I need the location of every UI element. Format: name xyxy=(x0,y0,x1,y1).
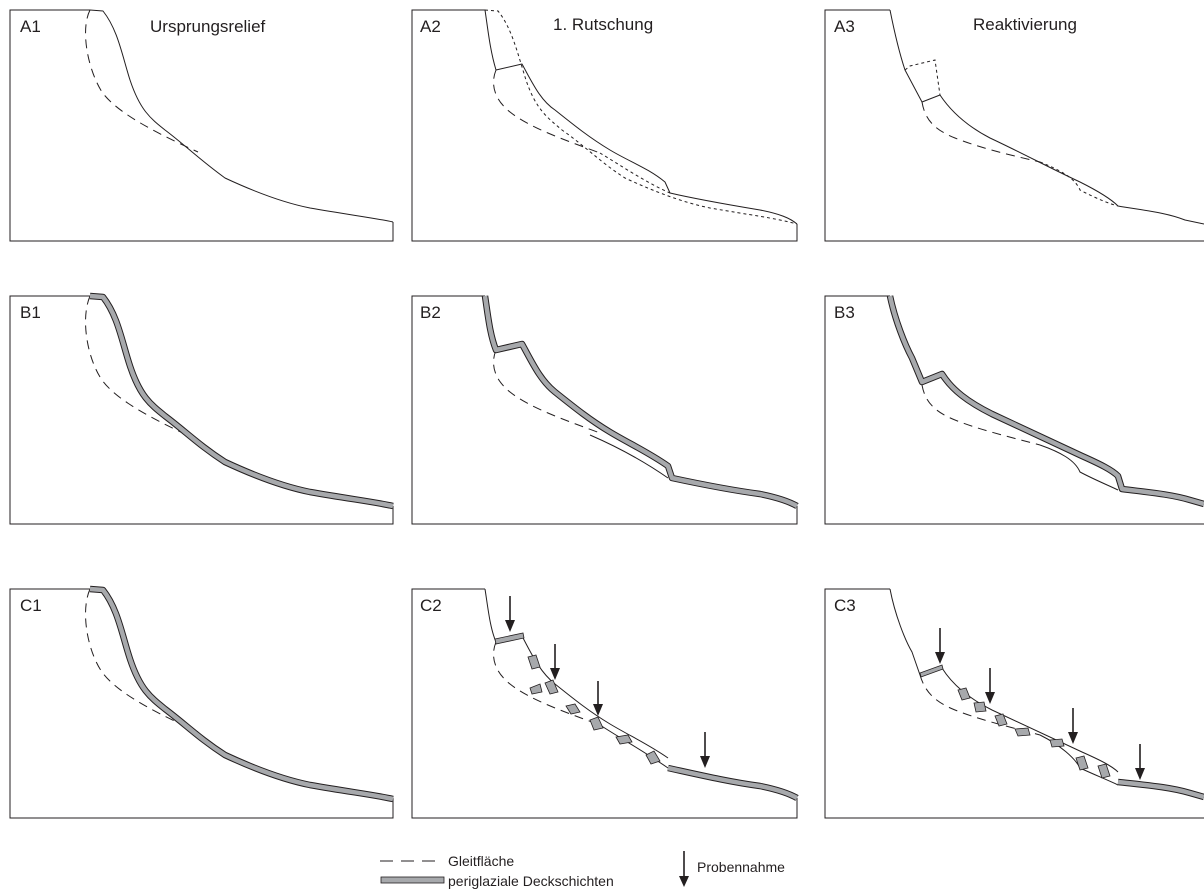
slip-surface xyxy=(921,384,1041,446)
cover-fragment xyxy=(565,703,581,715)
sampling-arrow xyxy=(550,644,560,680)
old-surface xyxy=(589,434,669,479)
legend-label-periglacial-cover: periglaziale Deckschichten xyxy=(448,873,614,889)
panel-c3: C3 xyxy=(824,588,1204,819)
cover-fragment xyxy=(544,679,559,695)
panel-c1: C1 xyxy=(9,585,394,819)
periglacial-cover-fill xyxy=(89,293,394,509)
panel-frame xyxy=(9,295,394,525)
column-title-1: Ursprungsrelief xyxy=(150,17,266,36)
panel-label-c1: C1 xyxy=(20,596,42,615)
displaced-body-base xyxy=(599,724,669,769)
legend-label-sampling: Probennahme xyxy=(697,859,785,875)
cover-fragment xyxy=(494,632,525,645)
ground-surface xyxy=(889,9,1204,225)
legend-label-slip-surface: Gleitfläche xyxy=(448,853,514,869)
original-surface xyxy=(484,9,798,225)
panel-c2: C2 xyxy=(411,588,799,819)
panel-frame xyxy=(9,588,394,819)
slip-surface xyxy=(85,9,199,153)
panel-frame xyxy=(824,9,1204,242)
legend: Gleitfläche periglaziale Deckschichten P… xyxy=(380,851,785,889)
cover-fragment xyxy=(589,716,604,731)
periglacial-cover-fill xyxy=(89,586,394,802)
legend-sampling: Probennahme xyxy=(679,851,785,887)
cover-fragment xyxy=(1049,738,1065,748)
ground-surface xyxy=(89,9,394,223)
slip-surface xyxy=(493,641,601,726)
old-surface xyxy=(1039,444,1119,491)
cover-fragment xyxy=(919,664,944,678)
periglacial-cover-fill xyxy=(1117,779,1204,800)
slip-surface xyxy=(921,101,1041,163)
panel-frame xyxy=(824,295,1204,525)
panel-label-b2: B2 xyxy=(420,303,441,322)
panel-label-c3: C3 xyxy=(834,596,856,615)
cover-fragment xyxy=(1097,763,1111,779)
periglacial-cover-fill xyxy=(887,295,1204,507)
periglacial-cover-layer xyxy=(89,585,394,803)
ground-surface xyxy=(484,588,669,759)
panel-frame xyxy=(411,295,798,525)
slip-surface xyxy=(919,674,1041,736)
displaced-surface xyxy=(1039,161,1119,207)
slip-surface xyxy=(85,588,199,733)
panel-b3: B3 xyxy=(824,295,1204,525)
cover-fragment xyxy=(973,701,987,713)
slip-surface xyxy=(493,69,601,154)
sampling-arrow xyxy=(593,681,603,716)
panel-label-a3: A3 xyxy=(834,17,855,36)
cover-fragment xyxy=(645,750,661,765)
cover-fragment xyxy=(527,654,541,670)
cover-fragment xyxy=(957,687,971,701)
sampling-arrow xyxy=(935,628,945,664)
slip-surface xyxy=(85,295,199,441)
displaced-surface xyxy=(599,152,671,194)
sampling-arrow xyxy=(700,732,710,768)
sampling-arrow xyxy=(505,596,515,632)
panel-label-b1: B1 xyxy=(20,303,41,322)
panel-label-b3: B3 xyxy=(834,303,855,322)
panel-b2: B2 xyxy=(411,295,799,525)
cover-fragment xyxy=(615,734,633,745)
panel-a3: A3 Reaktivierung xyxy=(824,9,1204,242)
periglacial-cover-layer xyxy=(89,292,394,510)
ground-surface xyxy=(484,9,798,225)
panel-label-a1: A1 xyxy=(20,17,41,36)
arrow-symbol-head xyxy=(679,876,689,887)
panel-a1: A1 Ursprungsrelief xyxy=(9,9,394,242)
column-title-3: Reaktivierung xyxy=(973,15,1077,34)
slip-surface xyxy=(493,349,601,434)
panel-a2: A2 1. Rutschung xyxy=(411,9,798,242)
panel-frame xyxy=(411,9,798,242)
periglacial-cover-fill xyxy=(482,295,799,508)
periglacial-cover-layer xyxy=(886,295,1204,508)
legend-slip-surface: Gleitfläche xyxy=(380,853,514,869)
cover-fragment xyxy=(1075,755,1089,771)
periglacial-cover-layer xyxy=(481,295,799,509)
sampling-arrow xyxy=(1068,708,1078,744)
previous-block xyxy=(904,59,941,96)
sampling-arrow xyxy=(985,668,995,704)
cover-symbol xyxy=(380,876,445,884)
panel-frame xyxy=(411,588,798,819)
cover-fragment xyxy=(1014,727,1031,737)
periglacial-cover-fill xyxy=(667,765,799,800)
panel-frame xyxy=(9,9,394,242)
legend-periglacial-cover: periglaziale Deckschichten xyxy=(380,873,614,889)
panel-label-a2: A2 xyxy=(420,17,441,36)
sampling-arrow xyxy=(1135,744,1145,780)
cover-fragment xyxy=(529,683,543,695)
ground-surface xyxy=(889,588,1119,773)
column-title-2: 1. Rutschung xyxy=(553,15,653,34)
cover-fragment xyxy=(994,713,1008,727)
panel-b1: B1 xyxy=(9,292,394,525)
panel-frame xyxy=(824,588,1204,819)
panel-label-c2: C2 xyxy=(420,596,442,615)
